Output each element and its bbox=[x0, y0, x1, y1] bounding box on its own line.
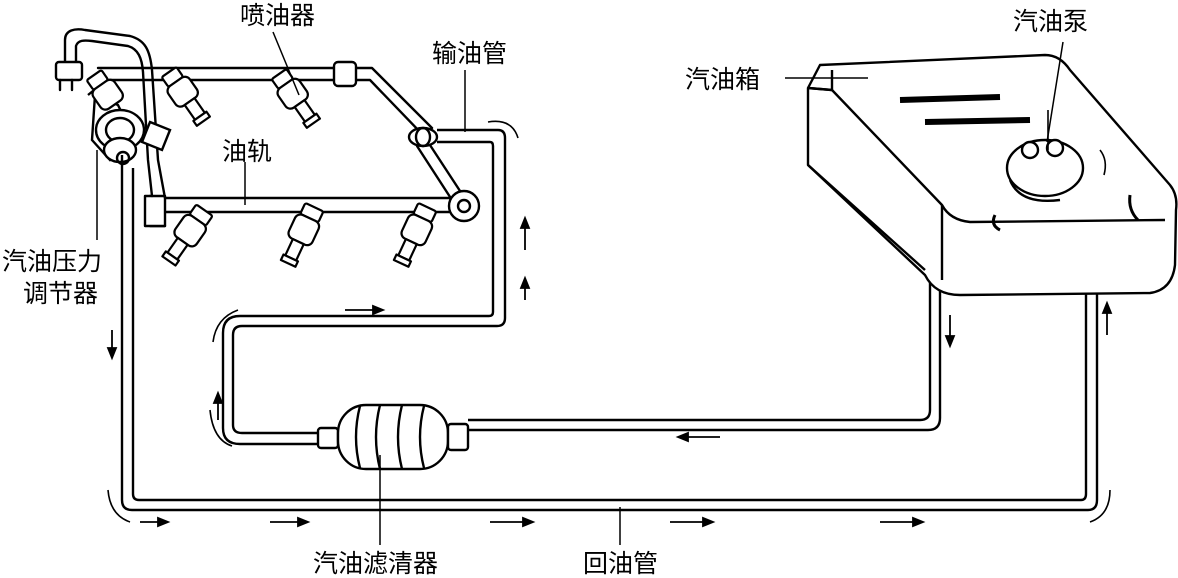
delivery-pipe bbox=[209, 120, 519, 447]
label-pressure-regulator-1: 汽油压力 bbox=[2, 247, 102, 276]
fuel-filter bbox=[316, 403, 470, 471]
leader-lines bbox=[96, 31, 1064, 545]
injectors-lower bbox=[161, 202, 437, 268]
label-pressure-regulator-2: 调节器 bbox=[23, 279, 98, 308]
label-fuel-filter: 汽油滤清器 bbox=[313, 549, 438, 578]
pressure-regulator bbox=[87, 80, 172, 166]
label-delivery-pipe: 输油管 bbox=[432, 39, 507, 68]
label-return-pipe: 回油管 bbox=[583, 549, 658, 578]
label-fuel-rail: 油轨 bbox=[222, 137, 272, 166]
label-fuel-tank: 汽油箱 bbox=[685, 65, 760, 94]
injectors-upper bbox=[86, 66, 322, 129]
label-fuel-pump: 汽油泵 bbox=[1013, 7, 1088, 36]
label-injector: 喷油器 bbox=[240, 1, 315, 30]
fuel-tank bbox=[806, 53, 1178, 297]
flow-arrows bbox=[106, 215, 1113, 528]
